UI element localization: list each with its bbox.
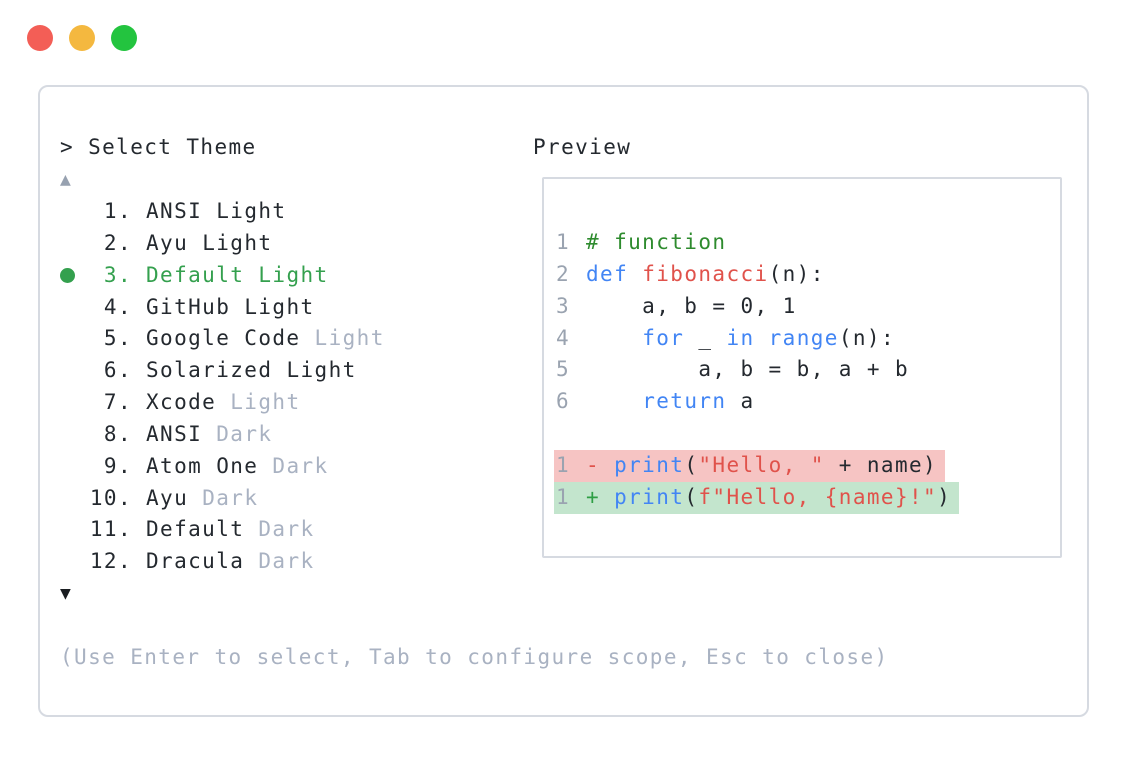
- theme-list-item[interactable]: 12. Dracula Dark: [60, 546, 385, 578]
- theme-list-item[interactable]: 1. ANSI Light: [60, 196, 385, 228]
- theme-name: Ayu Light: [146, 230, 273, 255]
- theme-name: ANSI Light: [146, 199, 287, 223]
- code-token-plain: (: [684, 452, 699, 477]
- code-token-sign-del: -: [586, 452, 615, 477]
- theme-name: Default Dark: [146, 517, 315, 542]
- theme-list-item[interactable]: 7. Xcode Light: [60, 387, 385, 419]
- code-line: 4 for _ in range(n):: [556, 323, 895, 355]
- code-token-plain: [586, 386, 642, 418]
- theme-number: 2.: [103, 230, 132, 255]
- theme-list-item[interactable]: 4. GitHub Light: [60, 292, 385, 324]
- theme-name: Ayu Dark: [146, 485, 259, 510]
- line-number: 1: [556, 484, 571, 509]
- line-number: 4: [556, 325, 571, 350]
- theme-name: Xcode Light: [146, 390, 301, 415]
- code-token-plain: a: [726, 389, 755, 414]
- selected-dot-marker: [60, 268, 76, 284]
- line-number: 6: [556, 389, 571, 414]
- code-token-sign-add: +: [586, 484, 615, 509]
- preview-label: Preview: [533, 135, 632, 159]
- theme-number: 1.: [103, 199, 132, 223]
- theme-number: 4.: [103, 294, 132, 319]
- scroll-up-indicator[interactable]: ▲: [60, 169, 71, 190]
- code-token-plain: + name): [824, 452, 938, 477]
- selected-dot: [60, 268, 75, 284]
- diff-removed-line: 1- print("Hello, " + name): [554, 449, 946, 482]
- code-line: 3 a, b = 0, 1: [556, 291, 797, 323]
- code-token-plain: [755, 323, 769, 355]
- theme-list-item[interactable]: 10. Ayu Dark: [60, 483, 385, 515]
- code-token-kw: return: [642, 389, 727, 414]
- theme-picker-panel: > Select Theme ▲ 1. ANSI Light 2. Ayu Light…: [38, 85, 1089, 717]
- theme-list-item[interactable]: 9. Atom One Dark: [60, 451, 385, 483]
- close-button[interactable]: [27, 25, 53, 51]
- line-number: 2: [556, 261, 571, 286]
- diff-added-line: 1 + print(f"Hello, {name}!"): [554, 481, 960, 514]
- window-controls: [27, 25, 137, 51]
- theme-name: Atom One Dark: [146, 453, 329, 478]
- code-token-plain: (n):: [838, 325, 896, 350]
- theme-name: ANSI Dark: [146, 421, 273, 446]
- theme-list-item[interactable]: 5. Google Code Light: [60, 323, 385, 355]
- code-token-plain: _: [684, 325, 727, 350]
- code-line: 6 return a: [556, 386, 755, 418]
- theme-number: 7.: [103, 390, 132, 415]
- theme-number: 9.: [103, 453, 132, 478]
- code-line: 5 a, b = b, a + b: [556, 354, 909, 386]
- theme-list-item[interactable]: 8. ANSI Dark: [60, 419, 385, 451]
- line-number: 1: [556, 230, 571, 254]
- theme-number: 11.: [89, 517, 132, 542]
- theme-list: 1. ANSI Light 2. Ayu Light 3. Default Light 4.…: [60, 196, 385, 578]
- code-token-fn: fibonacci: [642, 261, 769, 286]
- code-token-plain: [586, 323, 642, 355]
- theme-number: 8.: [103, 421, 132, 446]
- code-token-kw: print: [614, 484, 685, 509]
- theme-name: Google Code Light: [146, 326, 385, 351]
- code-token-kw: for: [642, 325, 685, 350]
- code-token-plain: [628, 259, 642, 291]
- code-token-str: f"Hello, {name}!": [698, 484, 938, 509]
- theme-name: Default Light: [146, 262, 329, 287]
- code-line: 1 # function: [556, 227, 726, 259]
- code-token-kw: def: [586, 261, 629, 286]
- select-theme-prompt: > Select Theme: [60, 135, 257, 159]
- help-text: (Use Enter to select, Tab to configure s…: [60, 645, 889, 669]
- code-token-plain: (n):: [768, 261, 825, 286]
- line-number: 1: [556, 452, 571, 477]
- code-token-plain: a, b = b, a + b: [586, 357, 909, 382]
- scroll-down-indicator[interactable]: ▼: [60, 583, 71, 604]
- theme-number: 6.: [103, 358, 132, 383]
- theme-list-item[interactable]: 11. Default Dark: [60, 514, 385, 546]
- code-token-plain: ): [937, 484, 952, 509]
- code-token-kw: print: [614, 452, 685, 477]
- code-token-plain: (: [684, 484, 699, 509]
- theme-list-item[interactable]: 6. Solarized Light: [60, 355, 385, 387]
- theme-name: Dracula Dark: [146, 549, 315, 574]
- theme-name: GitHub Light: [146, 294, 315, 319]
- code-token-kw: range: [768, 325, 839, 350]
- theme-number: 5.: [103, 326, 132, 351]
- code-token-str: "Hello, ": [698, 452, 825, 477]
- theme-number: 10.: [89, 485, 132, 510]
- code-token-kw: in: [726, 325, 755, 350]
- line-number: 3: [556, 293, 571, 318]
- code-line: [556, 418, 586, 450]
- zoom-button[interactable]: [111, 25, 137, 51]
- theme-list-item[interactable]: 2. Ayu Light: [60, 228, 385, 260]
- code-line: 2 def fibonacci(n):: [556, 259, 825, 291]
- theme-number: 12.: [89, 549, 132, 574]
- code-token-comment: # function: [586, 230, 727, 254]
- theme-name: Solarized Light: [146, 358, 357, 383]
- theme-number: 3.: [103, 262, 132, 287]
- minimize-button[interactable]: [69, 25, 95, 51]
- code-token-plain: a, b = 0, 1: [586, 293, 797, 318]
- theme-list-item[interactable]: 3. Default Light: [60, 260, 385, 292]
- line-number: 5: [556, 357, 571, 382]
